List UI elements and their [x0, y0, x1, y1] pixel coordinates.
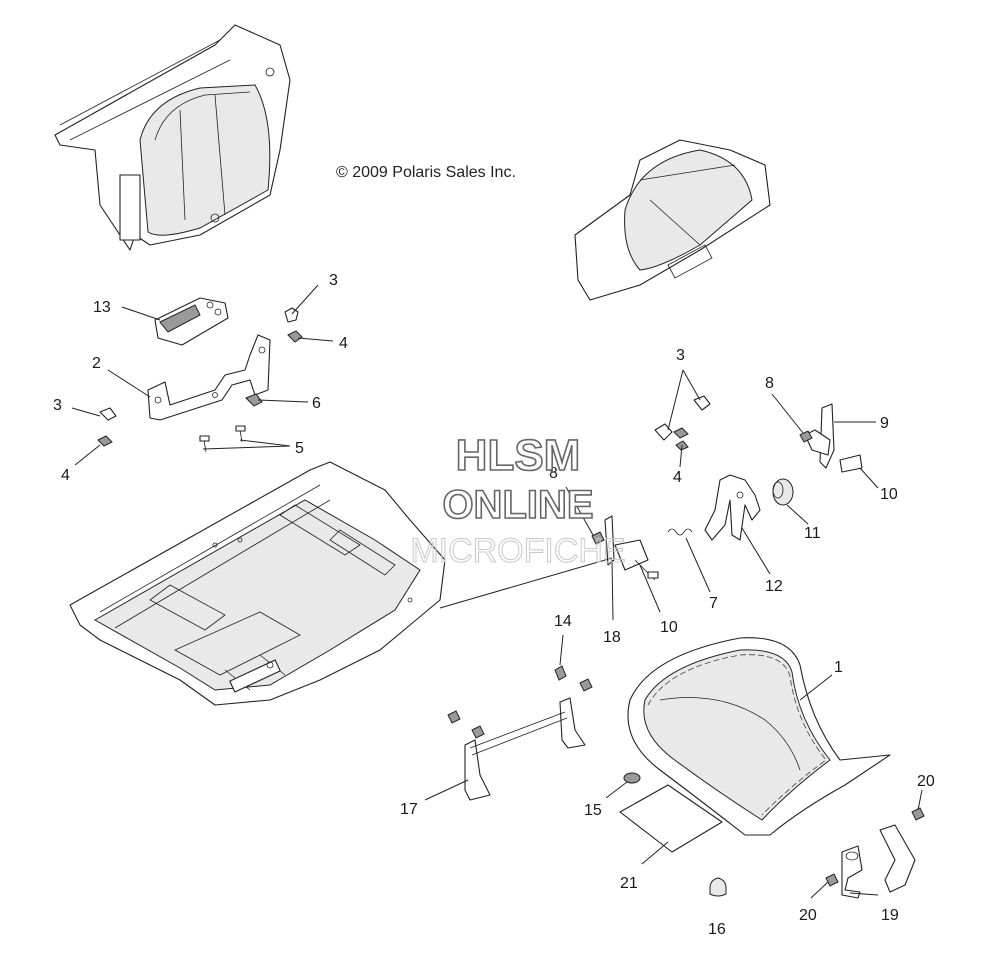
callout-3: 3 [676, 347, 685, 364]
seat-part-1 [627, 637, 891, 836]
callout-17: 17 [400, 801, 418, 818]
seat-back-cover [574, 139, 771, 301]
middle-hardware [591, 515, 693, 581]
callout-10: 10 [660, 619, 678, 636]
left-hardware [97, 307, 303, 453]
callout-15: 15 [584, 802, 602, 819]
small-parts-15-21-16 [619, 772, 727, 897]
rear-body-panel-assembly [54, 24, 291, 251]
callout-13: 13 [93, 299, 111, 316]
callout-4: 4 [61, 467, 70, 484]
leader-lines [71, 284, 923, 899]
callout-4: 4 [673, 469, 682, 486]
bracket-part-9 [799, 403, 863, 473]
callout-18: 18 [603, 629, 621, 646]
callout-21: 21 [620, 875, 638, 892]
bracket-part-19 [825, 807, 925, 899]
callout-1: 1 [834, 659, 843, 676]
callout-6: 6 [312, 395, 321, 412]
bracket-part-2 [147, 334, 271, 421]
callout-3: 3 [329, 272, 338, 289]
callout-3: 3 [53, 397, 62, 414]
callout-8: 8 [549, 465, 558, 482]
callout-20: 20 [917, 773, 935, 790]
hinge-bracket-part-12 [704, 474, 761, 541]
callout-20: 20 [799, 907, 817, 924]
callout-5: 5 [295, 440, 304, 457]
seat-rail-part-17 [447, 665, 593, 801]
callout-11: 11 [804, 525, 821, 542]
callout-19: 19 [881, 907, 899, 924]
copyright-notice: © 2009 Polaris Sales Inc. [336, 164, 516, 181]
watermark-line-2: ONLINE [442, 483, 593, 527]
watermark-line-1: HLSM [456, 431, 581, 480]
watermark-line-3: MICROFICHE [410, 532, 625, 570]
bumper-part-11 [772, 478, 794, 506]
callout-7: 7 [709, 595, 718, 612]
callout-16: 16 [708, 921, 726, 938]
callout-2: 2 [92, 355, 101, 372]
callout-12: 12 [765, 578, 783, 595]
callout-4: 4 [339, 335, 348, 352]
seat-frame-chassis [69, 461, 446, 706]
callout-14: 14 [554, 613, 572, 630]
watermark: HLSM ONLINE MICROFICHE [410, 430, 626, 570]
callout-9: 9 [880, 415, 889, 432]
callout-labels: 1 2 3 3 3 4 4 4 5 6 7 8 8 9 10 10 11 12 … [53, 272, 935, 938]
callout-8: 8 [765, 375, 774, 392]
right-hardware-3-4 [654, 395, 711, 451]
latch-part-13 [154, 297, 229, 346]
callout-10: 10 [880, 486, 898, 503]
